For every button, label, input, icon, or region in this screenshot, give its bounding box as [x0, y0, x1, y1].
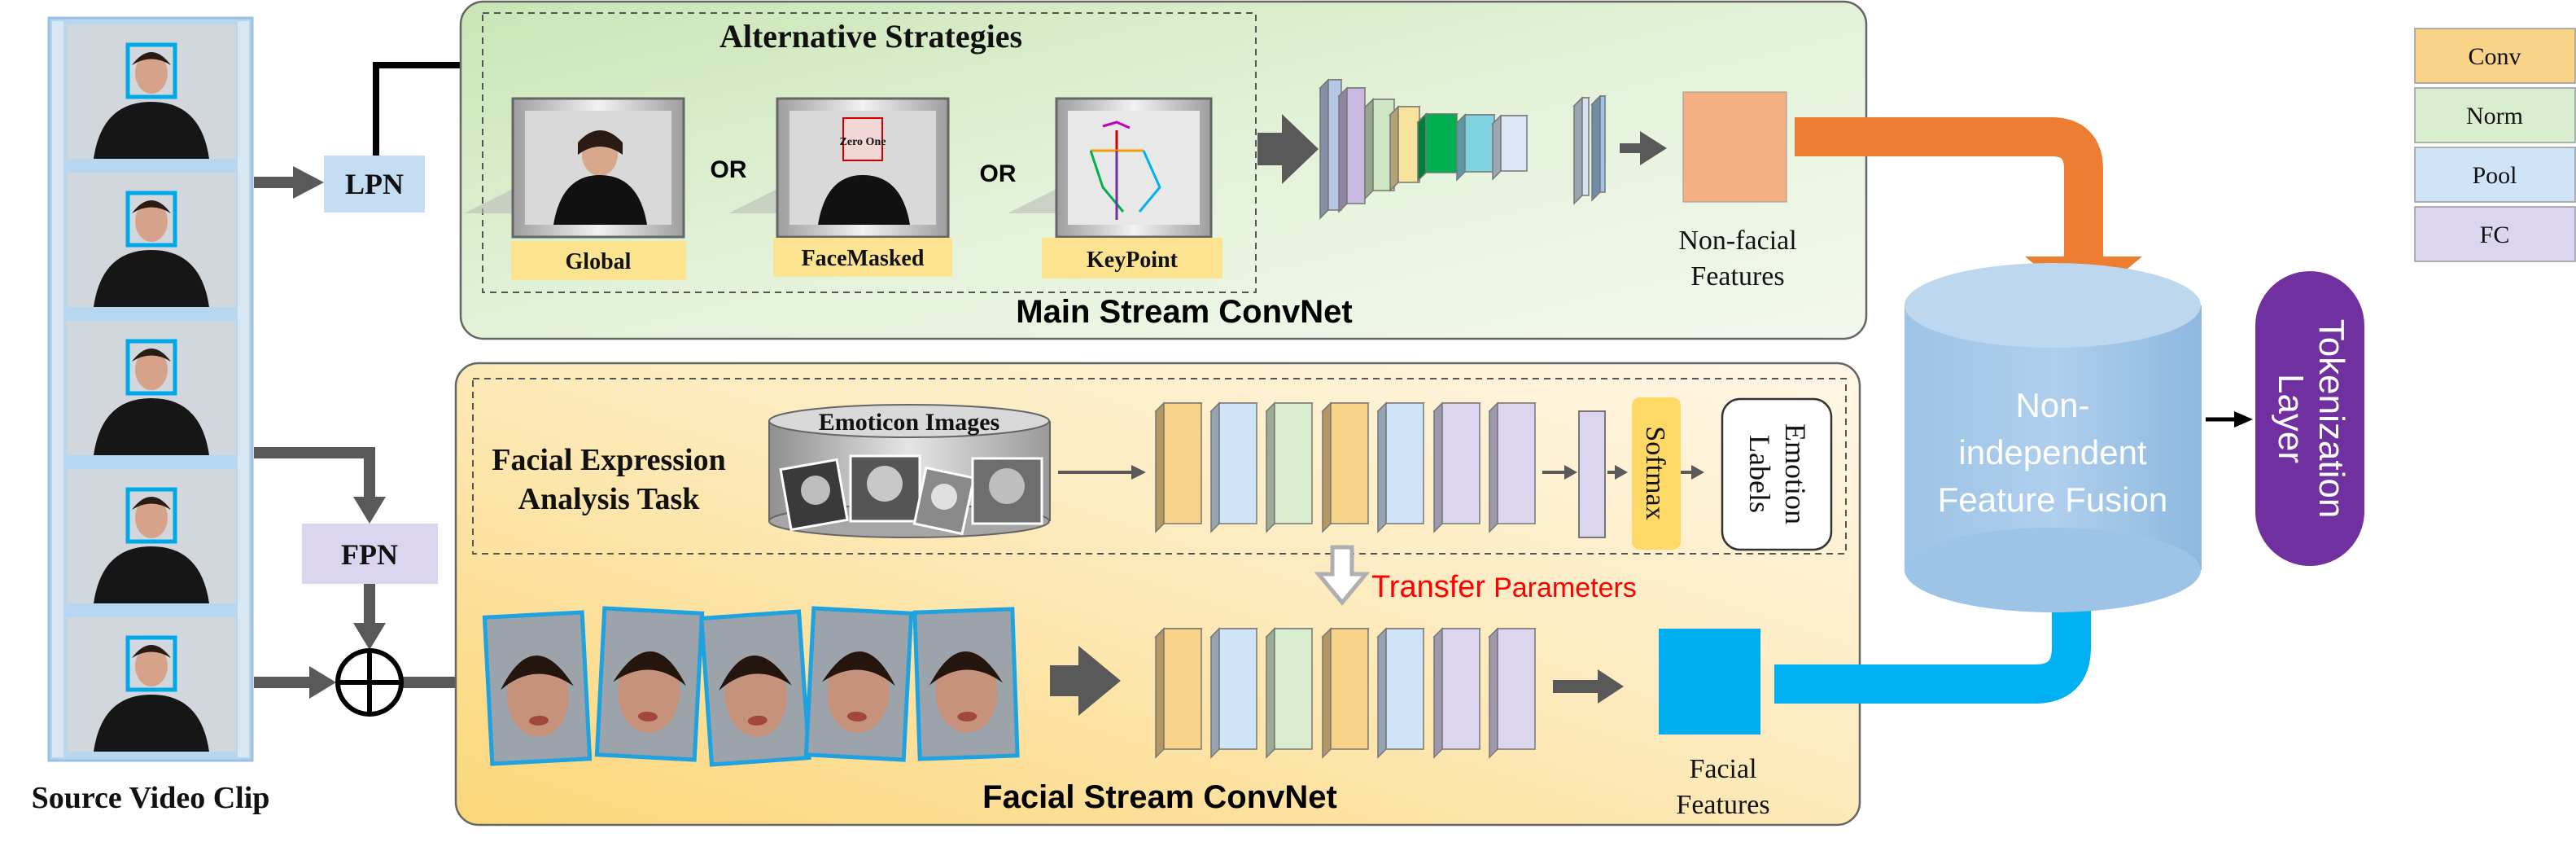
task-conv-1	[1154, 401, 1203, 533]
facial-pool-2	[1209, 627, 1258, 759]
facial-feature-label-2: Features	[1676, 790, 1769, 820]
legend: Conv Norm Pool FC	[2414, 28, 2576, 262]
softmax-label: Softmax	[1640, 426, 1670, 520]
feature-fusion-cylinder: Non- independent Feature Fusion	[1905, 263, 2202, 612]
strategy-global: Global	[464, 97, 686, 280]
legend-conv-label: Conv	[2468, 43, 2521, 70]
main-layer-5	[1416, 112, 1459, 182]
legend-fc-label: FC	[2480, 221, 2510, 248]
task-conv-4	[1321, 401, 1370, 533]
emotion-label-1: Emotion	[1779, 423, 1812, 524]
legend-fc-swatch	[2414, 206, 2576, 262]
main-layer-9	[1590, 94, 1607, 202]
task-fc-7	[1488, 401, 1537, 533]
task-arrows	[1542, 465, 1704, 480]
main-layer-8	[1572, 96, 1590, 205]
softmax-block: Softmax	[1632, 397, 1681, 550]
facial-conv-1	[1154, 627, 1203, 759]
emoticon-images-database: Emoticon Images	[768, 404, 1051, 538]
source-frame-2	[67, 173, 236, 307]
fpn-label: FPN	[341, 538, 398, 571]
task-fc-layer	[1578, 410, 1606, 538]
fusion-label-2: independent	[1958, 433, 2147, 471]
strategy-keypoint: KeyPoint	[1008, 97, 1222, 278]
legend-pool-swatch	[2414, 147, 2576, 203]
facial-arrow-in	[1050, 646, 1121, 716]
fusion-to-tokenization-arrow	[2206, 411, 2253, 428]
tokenization-label-1: Tokenization	[2311, 319, 2351, 519]
main-layer-2	[1337, 86, 1367, 213]
legend-norm-swatch	[2414, 87, 2576, 143]
facial-conv-4	[1321, 627, 1370, 759]
emoticon-arrow	[1058, 465, 1146, 480]
main-stream-network	[1319, 78, 1607, 220]
or-label-1: OR	[711, 156, 747, 183]
facial-crop-4	[803, 606, 914, 762]
or-label-2: OR	[980, 160, 1017, 187]
facial-stream-title: Facial Stream ConvNet	[982, 779, 1337, 815]
main-layer-7	[1491, 114, 1529, 181]
emotion-labels-block: Emotion Labels	[1721, 397, 1833, 551]
facial-stream-network	[1154, 627, 1537, 759]
facial-arrow-out	[1553, 669, 1624, 704]
transfer-rest: Parameters	[1494, 572, 1637, 603]
legend-norm-label: Norm	[2466, 103, 2523, 129]
source-video-title: Source Video Clip	[32, 781, 270, 815]
main-layer-4	[1389, 105, 1421, 192]
strategy-facemasked-label: FaceMasked	[802, 246, 925, 271]
facial-frames	[482, 606, 1020, 767]
transfer-label: Transfer Parameters	[1371, 570, 1637, 604]
non-facial-feature-block	[1682, 91, 1787, 203]
source-video-strip	[47, 16, 254, 762]
lpn-label: LPN	[345, 168, 404, 200]
facial-fc-6	[1432, 627, 1481, 759]
main-stream-title: Main Stream ConvNet	[1016, 294, 1352, 330]
source-frame-3	[67, 321, 236, 455]
non-facial-label-1: Non-facial	[1678, 226, 1796, 256]
non-facial-label-2: Features	[1690, 261, 1784, 292]
alternative-strategies-title: Alternative Strategies	[719, 18, 1022, 55]
facial-crop-3	[699, 609, 811, 767]
task-pool-2	[1209, 401, 1258, 533]
task-network	[1154, 401, 1537, 533]
lpn-box: LPN	[324, 156, 425, 213]
facial-crop-1	[482, 610, 593, 766]
legend-conv-swatch	[2414, 28, 2576, 84]
mask-text: Zero One	[840, 136, 886, 148]
main-stream-arrow-out	[1620, 131, 1667, 165]
facial-fc-7	[1488, 627, 1537, 759]
facial-crop-2	[594, 606, 705, 762]
source-frame-5	[67, 617, 236, 752]
main-stream-arrow-in	[1257, 114, 1319, 184]
fusion-plus-operator	[335, 648, 404, 717]
task-label-1: Facial Expression	[492, 443, 726, 477]
transfer-arrow	[1314, 545, 1371, 606]
facial-feature-block	[1659, 629, 1760, 735]
transfer-word: Transfer	[1371, 570, 1485, 604]
emotion-label-2: Labels	[1743, 435, 1776, 513]
fpn-box: FPN	[302, 524, 438, 584]
task-pool-5	[1376, 401, 1425, 533]
strategy-facemasked: Zero One FaceMasked	[728, 97, 952, 277]
strategy-global-label: Global	[566, 249, 632, 274]
facial-feature-label-1: Facial	[1689, 754, 1756, 784]
source-frame-4	[67, 469, 236, 603]
strategy-keypoint-label: KeyPoint	[1087, 248, 1179, 273]
emoticon-images-title: Emoticon Images	[819, 409, 999, 436]
task-fc-6	[1432, 401, 1481, 533]
main-layer-1	[1319, 78, 1343, 220]
task-norm-3	[1265, 401, 1314, 533]
legend-pool-label: Pool	[2472, 162, 2517, 189]
fusion-label-3: Feature Fusion	[1938, 480, 2167, 519]
tokenization-layer: Tokenization Layer	[2255, 271, 2364, 566]
main-layer-6	[1455, 113, 1496, 182]
source-frame-1	[67, 24, 236, 159]
tokenization-label-2: Layer	[2271, 374, 2311, 463]
facial-norm-3	[1265, 627, 1314, 759]
facial-crop-5	[912, 607, 1020, 761]
fusion-label-1: Non-	[2015, 386, 2089, 424]
task-label-2: Analysis Task	[518, 482, 701, 516]
facial-pool-5	[1376, 627, 1425, 759]
